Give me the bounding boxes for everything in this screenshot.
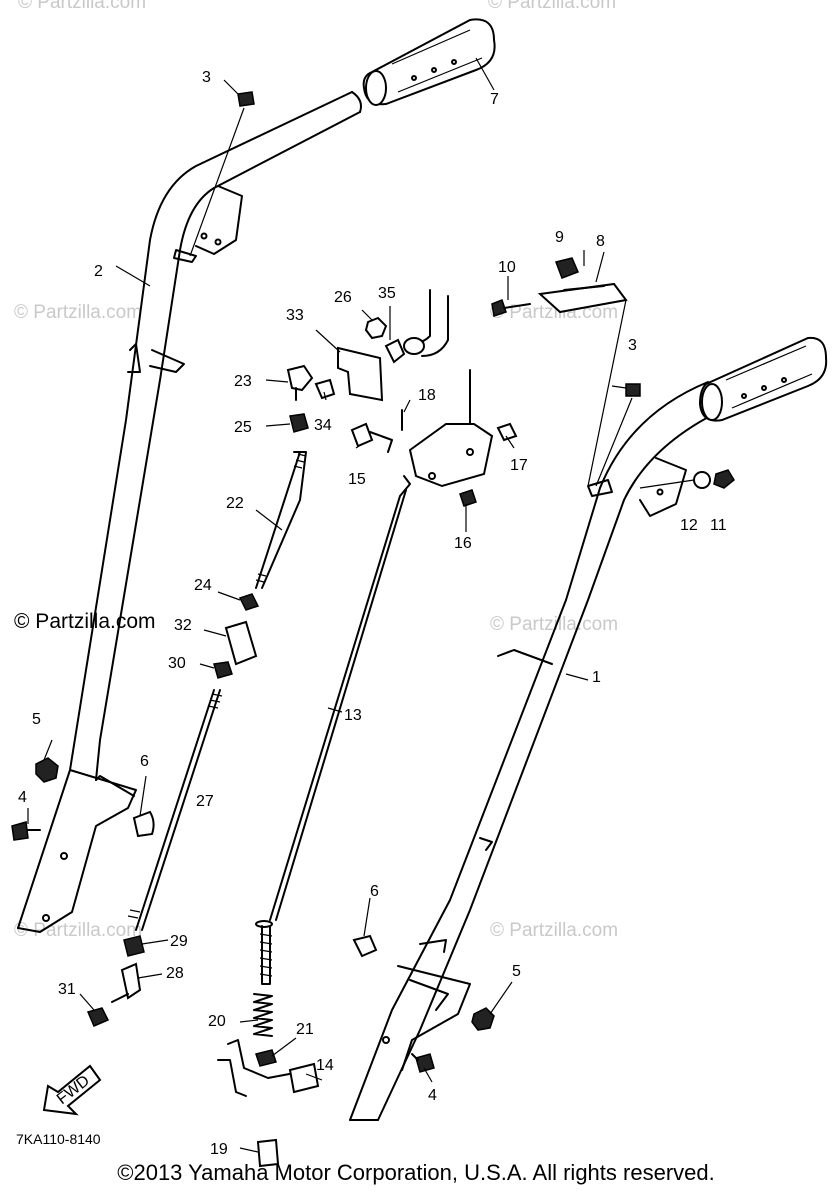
label-part-19: 19 [210, 1141, 228, 1158]
label-part-4: 4 [18, 789, 27, 806]
label-part-15: 15 [348, 471, 366, 488]
nut-icon [213, 661, 233, 679]
screw-icon [237, 91, 255, 107]
knob-icon [132, 810, 155, 838]
label-part-2: 2 [94, 263, 103, 280]
control-rod-upper [255, 451, 307, 589]
collar-icon [256, 1138, 280, 1168]
label-part-6: 6 [370, 883, 379, 900]
label-part-14: 14 [316, 1057, 334, 1074]
right-grip [698, 336, 828, 422]
label-part-20: 20 [208, 1013, 226, 1030]
label-part-23: 23 [234, 373, 252, 390]
nut-icon [471, 1007, 495, 1031]
spring-icon [253, 993, 273, 1037]
turnbuckle-icon [224, 620, 258, 666]
bolt-icon [411, 1053, 435, 1073]
bolt-icon [11, 821, 41, 841]
nut-icon [364, 316, 388, 340]
diagram-code: 7KA110-8140 [16, 1131, 101, 1147]
knob-icon [352, 934, 378, 958]
label-part-28: 28 [166, 965, 184, 982]
watermark-lower-right: © Partzilla.com [490, 920, 618, 941]
watermark-top-right: © Partzilla.com [488, 0, 616, 13]
label-part-7: 7 [490, 91, 499, 108]
right-handlebar [349, 381, 719, 1121]
watermark-top-left: © Partzilla.com [18, 0, 146, 13]
nut-icon [35, 757, 59, 783]
nut-icon [713, 469, 735, 489]
label-part-1: 1 [592, 669, 601, 686]
bolt-icon [491, 299, 531, 317]
label-part-6: 6 [140, 753, 149, 770]
rod-bracket [217, 1039, 320, 1097]
label-part-12: 12 [680, 517, 698, 534]
label-part-25: 25 [234, 419, 252, 436]
bolt-icon [350, 422, 393, 453]
label-part-10: 10 [498, 259, 516, 276]
label-part-27: 27 [196, 793, 214, 810]
fwd-arrow-icon: FWD [42, 1064, 102, 1116]
watermark-center-left: © Partzilla.com [14, 610, 156, 633]
nut-icon [86, 1007, 110, 1027]
label-part-26: 26 [334, 289, 352, 306]
label-part-18: 18 [418, 387, 436, 404]
nut-icon [289, 413, 309, 433]
label-part-33: 33 [286, 307, 304, 324]
nut-icon [238, 593, 260, 611]
left-grip [362, 18, 496, 106]
label-part-4: 4 [428, 1087, 437, 1104]
shift-rod [255, 475, 411, 985]
label-part-29: 29 [170, 933, 188, 950]
label-part-3: 3 [628, 337, 637, 354]
bushing-icon [384, 338, 406, 364]
nut-icon [555, 257, 579, 279]
rod-joint-icon [111, 962, 142, 1003]
washer-icon [255, 1049, 277, 1067]
label-part-9: 9 [555, 229, 564, 246]
label-part-31: 31 [58, 981, 76, 998]
label-part-22: 22 [226, 495, 244, 512]
label-part-24: 24 [194, 577, 212, 594]
screw-icon [625, 383, 641, 397]
label-part-30: 30 [168, 655, 186, 672]
pivot-pipe [403, 289, 449, 357]
label-part-5: 5 [32, 711, 41, 728]
watermark-lower-left: © Partzilla.com [14, 920, 142, 941]
copyright-notice: ©2013 Yamaha Motor Corporation, U.S.A. A… [117, 1160, 715, 1185]
lever-plate [408, 369, 494, 488]
label-part-35: 35 [378, 285, 396, 302]
label-part-3: 3 [202, 69, 211, 86]
label-part-16: 16 [454, 535, 472, 552]
bracket-icon [337, 346, 384, 402]
label-part-17: 17 [510, 457, 528, 474]
label-part-34: 34 [314, 417, 332, 434]
nut-icon [123, 935, 145, 957]
watermark-center-right: © Partzilla.com [490, 614, 618, 635]
nut-icon [496, 422, 518, 442]
washer-icon [693, 471, 711, 489]
label-part-5: 5 [512, 963, 521, 980]
control-rod-lower [127, 689, 223, 931]
label-part-8: 8 [596, 233, 605, 250]
label-part-21: 21 [296, 1021, 314, 1038]
left-handlebar [17, 91, 362, 933]
label-part-13: 13 [344, 707, 362, 724]
nut-icon [459, 489, 477, 507]
watermark-mid-left: © Partzilla.com [14, 302, 142, 323]
label-part-11: 11 [710, 517, 727, 534]
label-part-32: 32 [174, 617, 192, 634]
ball-joint-icon [286, 364, 314, 401]
nut-icon [314, 378, 336, 400]
